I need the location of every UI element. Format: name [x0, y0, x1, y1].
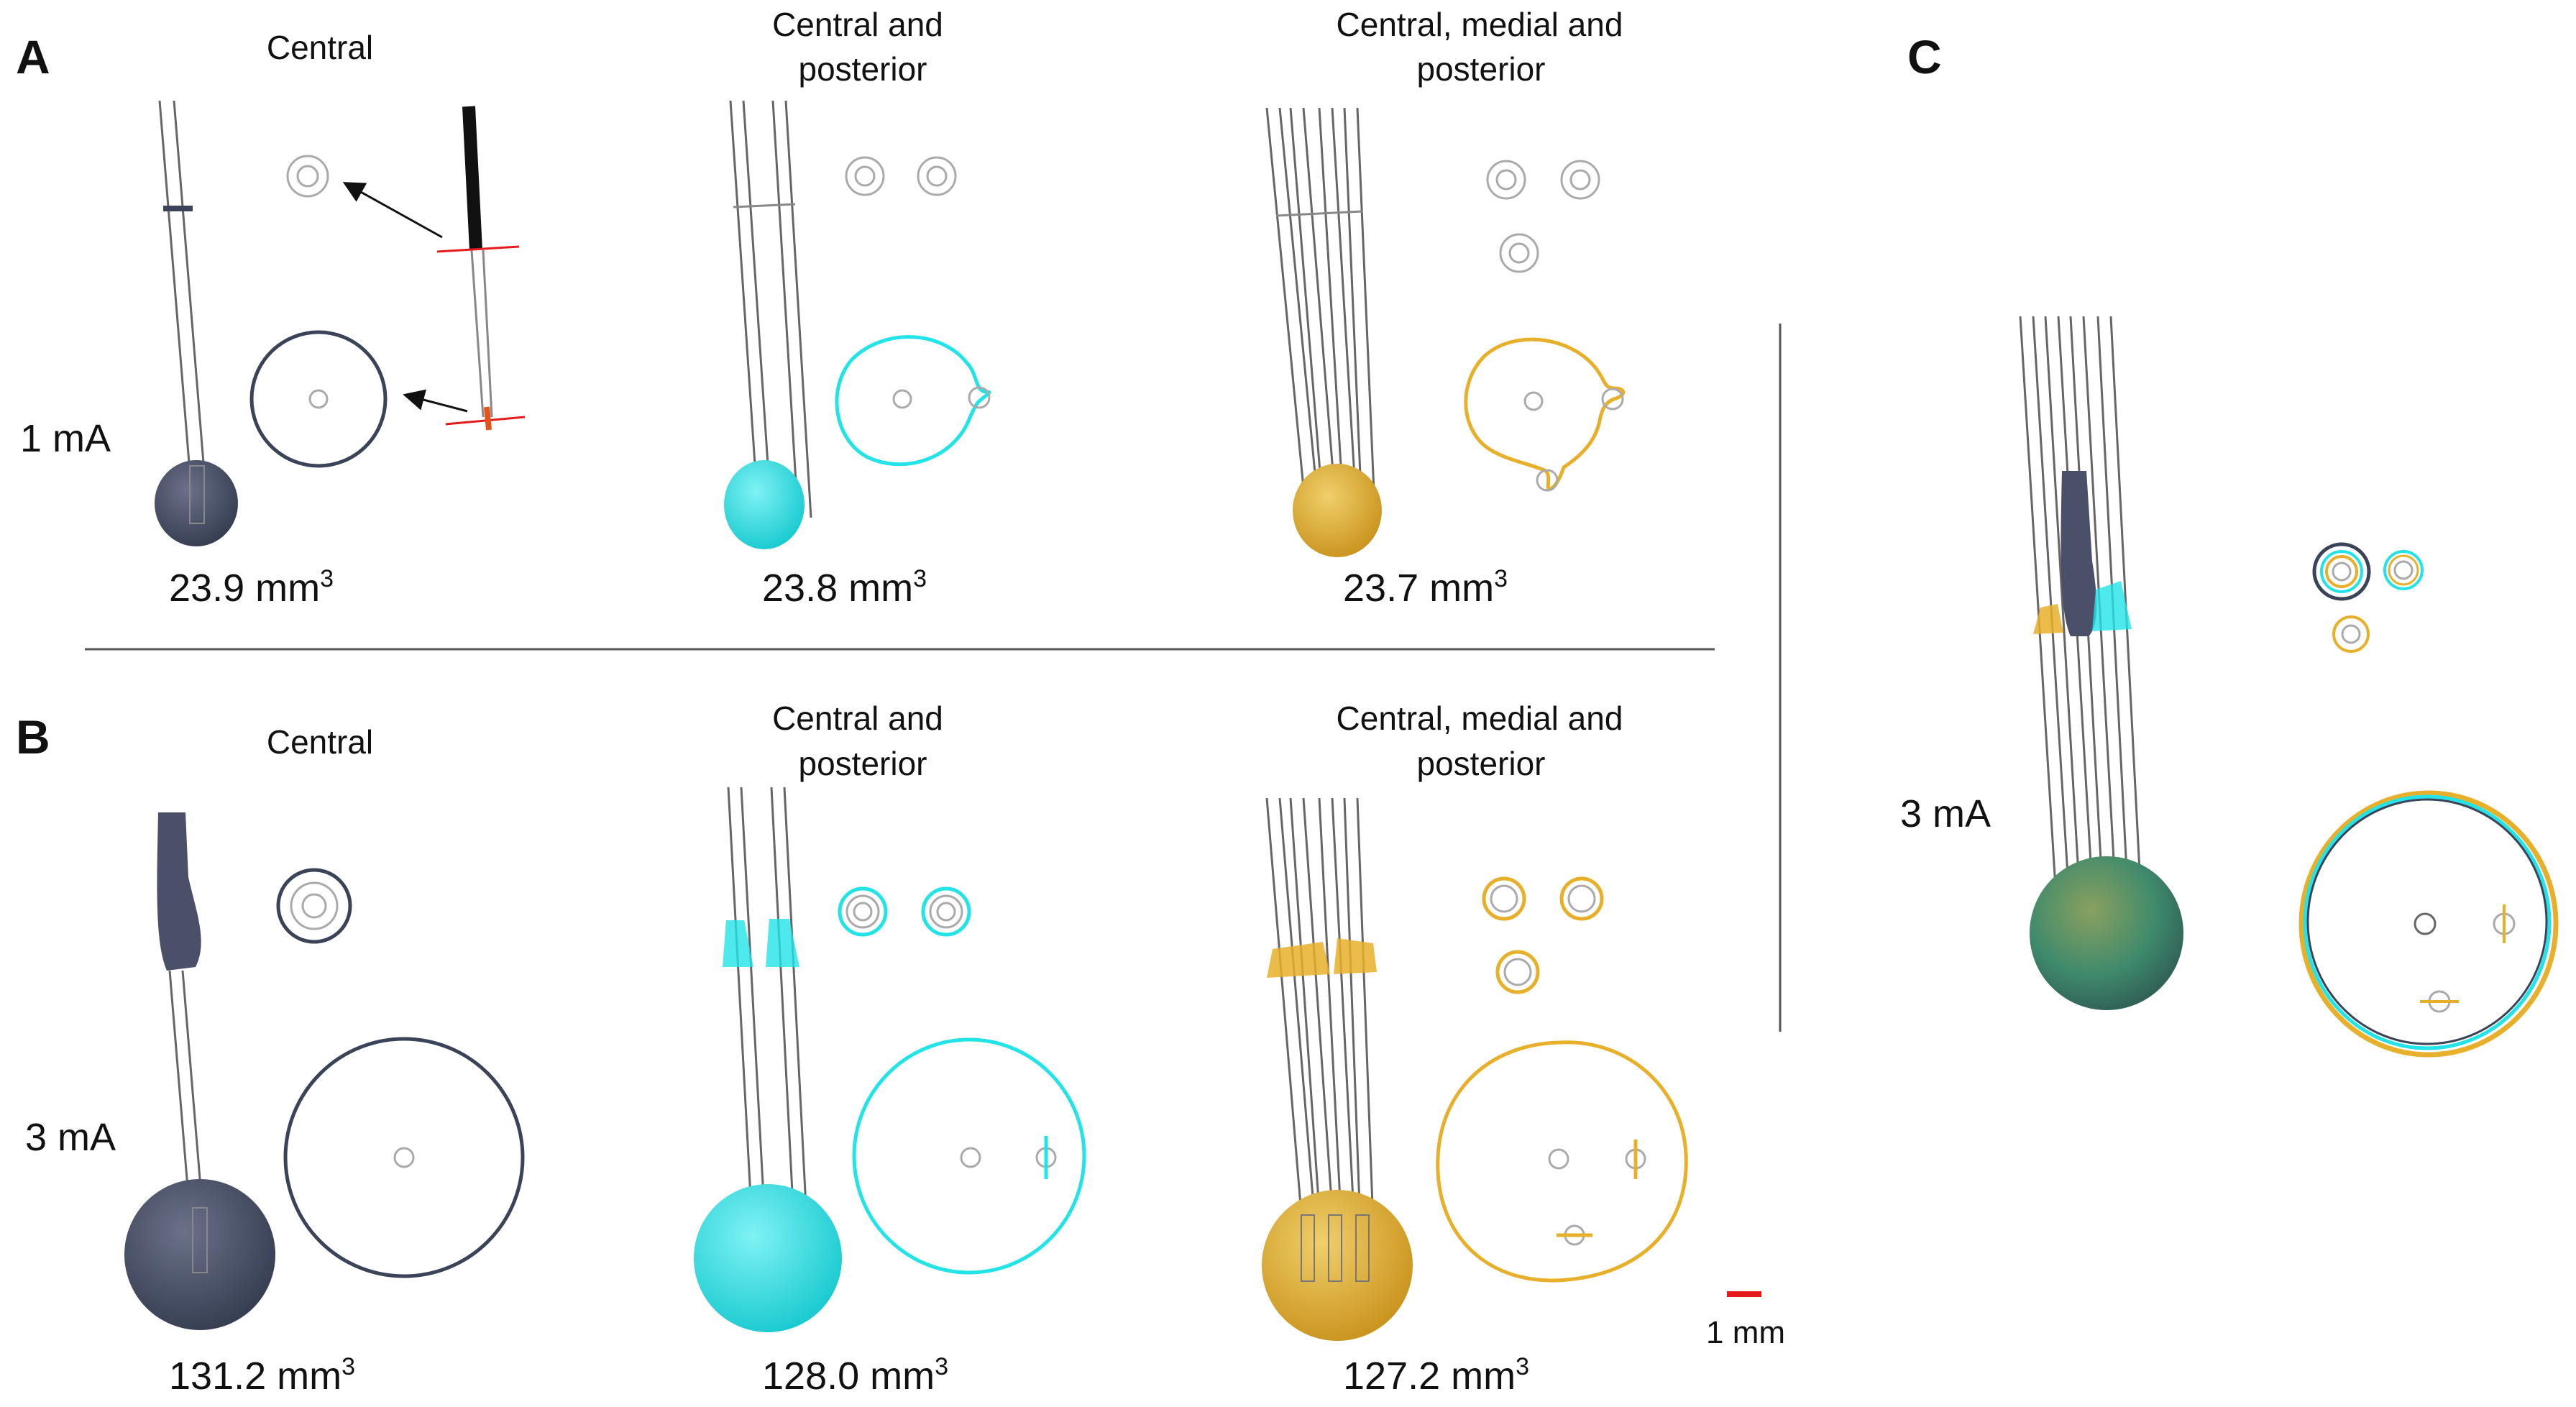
panel-c-current-label: 3 mA — [1900, 792, 1991, 835]
panel-b-col2-activation-volume — [694, 1184, 842, 1332]
panel-b-col2-upper-activation-2 — [766, 919, 799, 967]
panel-a-col3-leads — [1265, 107, 1377, 526]
panel-a-col3-top-sections — [1486, 160, 1600, 273]
panel-a-col3-contact-section — [1464, 337, 1626, 492]
panel-a-col1-title: Central — [267, 29, 373, 66]
panel-b-col1-upper-activation — [157, 812, 201, 971]
panel-b-col1-title: Central — [267, 723, 373, 761]
scale-bar-label: 1 mm — [1706, 1315, 1785, 1350]
panel-a-col2-activation-volume — [724, 460, 805, 549]
panel-a-col1-lead — [158, 100, 210, 526]
panel-a-col1-top-section — [286, 155, 329, 198]
panel-a-col2-volume: 23.8 mm3 — [762, 565, 927, 610]
panel-b-col1-activation-volume — [124, 1179, 275, 1330]
panel-b-current-label: 3 mA — [25, 1116, 116, 1159]
panel-c-upper-activation-gold — [2033, 604, 2063, 634]
panel-a-col2-contact-section — [835, 335, 991, 467]
panel-b-col3-title-line1: Central, medial and — [1337, 700, 1623, 737]
panel-b-col2-top-sections — [838, 886, 971, 937]
panel-a-col1-contact — [189, 465, 205, 524]
panel-a-col1-contact-section — [249, 330, 388, 468]
panel-b-col1-top-section — [276, 868, 352, 944]
panel-a-col1-activation-volume — [155, 460, 238, 546]
panel-c-activation-volume — [2030, 856, 2183, 1010]
panel-c-top-sections — [2312, 542, 2424, 653]
panel-b-col3-activation-volume — [1262, 1190, 1413, 1341]
panel-b-col2-title-line1: Central and — [772, 700, 943, 737]
arrow-to-contact-section — [403, 389, 468, 413]
panel-a-col2-top-sections — [845, 156, 957, 196]
panel-a-col2-title-line1: Central and — [772, 6, 943, 43]
panel-c-contact-section — [2298, 790, 2559, 1058]
panel-c-letter: C — [1907, 30, 1942, 83]
panel-b-col1-volume: 131.2 mm3 — [169, 1353, 355, 1398]
panel-a-col2-leads — [729, 100, 812, 518]
panel-c-upper-activation-central — [2061, 471, 2097, 636]
panel-a-col3-volume: 23.7 mm3 — [1343, 565, 1508, 610]
panel-b-col3-upper-activation-2 — [1334, 938, 1377, 974]
panel-a-col3-title-line1: Central, medial and — [1337, 6, 1623, 43]
panel-a-col3-title-line2: posterior — [1417, 50, 1546, 88]
panel-b-col3-top-sections — [1482, 876, 1604, 994]
panel-b-col1-contact-section — [283, 1037, 525, 1278]
panel-a-current-label: 1 mA — [20, 417, 111, 460]
panel-b-col2-upper-activation-1 — [723, 920, 753, 967]
panel-b-col3-volume: 127.2 mm3 — [1343, 1353, 1529, 1398]
panel-a-col3-activation-volume — [1293, 464, 1382, 557]
panel-b-col2-contact-section — [852, 1037, 1086, 1275]
panel-b-col3-contacts — [1301, 1214, 1370, 1282]
panel-b-col3-upper-activation-1 — [1267, 942, 1330, 978]
panel-a-lead-schematic — [342, 106, 526, 431]
panel-a-col1-volume: 23.9 mm3 — [169, 565, 334, 610]
panel-b-col2-title-line2: posterior — [799, 745, 927, 782]
panel-b-col2-volume: 128.0 mm3 — [762, 1353, 948, 1398]
panel-b-col1-contact — [192, 1207, 208, 1273]
panel-a-letter: A — [16, 30, 50, 83]
panel-b-col3-title-line2: posterior — [1417, 745, 1546, 782]
panel-a-col2-title-line2: posterior — [799, 50, 927, 88]
panel-b-col3-contact-section — [1436, 1040, 1688, 1283]
panel-b-letter: B — [16, 710, 50, 764]
panel-c-upper-activation-cyan — [2092, 581, 2132, 631]
arrow-to-top-section — [342, 182, 443, 239]
